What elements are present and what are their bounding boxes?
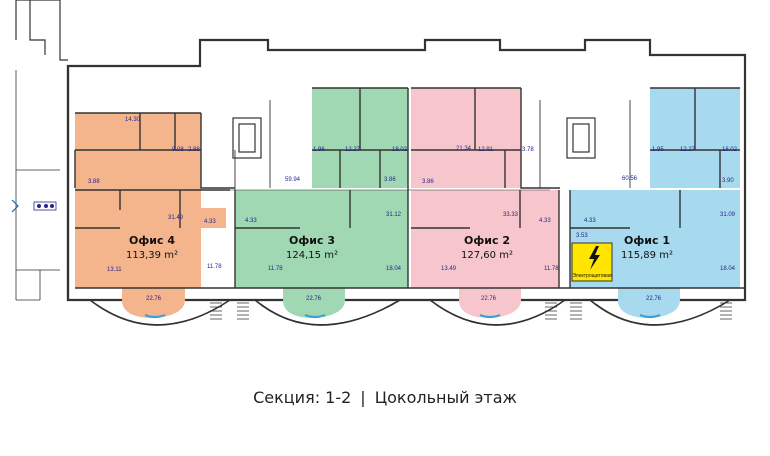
- office-2-zone: [411, 88, 559, 318]
- room-area: 12.27: [680, 147, 696, 153]
- room-area: 18.04: [720, 266, 736, 272]
- room-area: 22.76: [146, 296, 162, 302]
- room-area: 3.90: [722, 178, 734, 184]
- room-area: 22.76: [646, 296, 662, 302]
- office-2-name: Офис 2: [464, 234, 510, 247]
- room-area: 4.33: [204, 219, 216, 225]
- room-area: 4.33: [539, 218, 551, 224]
- meter-symbol: [33, 201, 57, 211]
- electrical-room-label: Электрощитовая: [572, 273, 612, 279]
- room-area: 59.94: [285, 177, 301, 183]
- room-area: 3.86: [422, 179, 434, 185]
- entrance-steps: [210, 302, 732, 320]
- office-1-name: Офис 1: [624, 234, 670, 247]
- room-area: 3.88: [88, 179, 100, 185]
- room-area: 4.33: [245, 218, 257, 224]
- room-area: 31.49: [168, 215, 184, 221]
- office-4-name: Офис 4: [129, 234, 175, 247]
- room-area: 3.78: [522, 147, 534, 153]
- plan-caption: Секция: 1-2 | Цокольный этаж: [0, 388, 770, 407]
- room-area: 9.08: [172, 147, 184, 153]
- room-area: 14.30: [125, 117, 141, 123]
- room-area: 22.76: [481, 296, 497, 302]
- room-area: 12.27: [345, 147, 361, 153]
- room-area-labels: 14.30 9.08 2.88 3.88 31.49 4.33 13.11 11…: [88, 117, 738, 302]
- office-3-name: Офис 3: [289, 234, 335, 247]
- room-area: 4.33: [584, 218, 596, 224]
- bay-windows: [89, 299, 731, 326]
- caption-separator: |: [360, 388, 366, 407]
- room-area: 18.02: [722, 147, 738, 153]
- room-area: 60.56: [622, 176, 638, 182]
- room-area: 13.49: [441, 266, 457, 272]
- room-area: 21.34: [456, 146, 472, 152]
- room-area: 11.78: [268, 266, 283, 272]
- room-area: 31.12: [386, 212, 402, 218]
- room-area: 3.53: [576, 233, 588, 239]
- room-area: 18.02: [392, 147, 408, 153]
- stairwells: [232, 117, 596, 159]
- building-outline: [66, 38, 747, 302]
- office-2-area: 127,60 m²: [461, 250, 513, 261]
- room-area: 13.11: [107, 267, 122, 273]
- office-3-area: 124,15 m²: [286, 250, 338, 261]
- room-area: 11.78: [207, 264, 222, 270]
- room-area: 33.33: [503, 212, 519, 218]
- room-area: 1.96: [313, 147, 325, 153]
- floor-label: Цокольный этаж: [374, 388, 517, 407]
- internal-walls: [74, 87, 745, 289]
- electrical-room: Электрощитовая: [571, 242, 613, 282]
- room-area: 31.09: [720, 212, 736, 218]
- outer-wall-fragments: [11, 0, 68, 301]
- high-voltage-icon: [589, 246, 600, 270]
- room-area: 18.04: [386, 266, 402, 272]
- room-area: 11.78: [544, 266, 559, 272]
- room-area: 2.88: [188, 147, 200, 153]
- office-1-area: 115,89 m²: [621, 250, 673, 261]
- office-4-zone: [75, 113, 226, 318]
- section-label: Секция: 1-2: [253, 388, 352, 407]
- room-area: 1.95: [652, 147, 664, 153]
- room-area: 3.86: [384, 177, 396, 183]
- room-area: 12.91: [478, 147, 494, 153]
- room-area: 22.76: [306, 296, 322, 302]
- office-4-area: 113,39 m²: [126, 250, 178, 261]
